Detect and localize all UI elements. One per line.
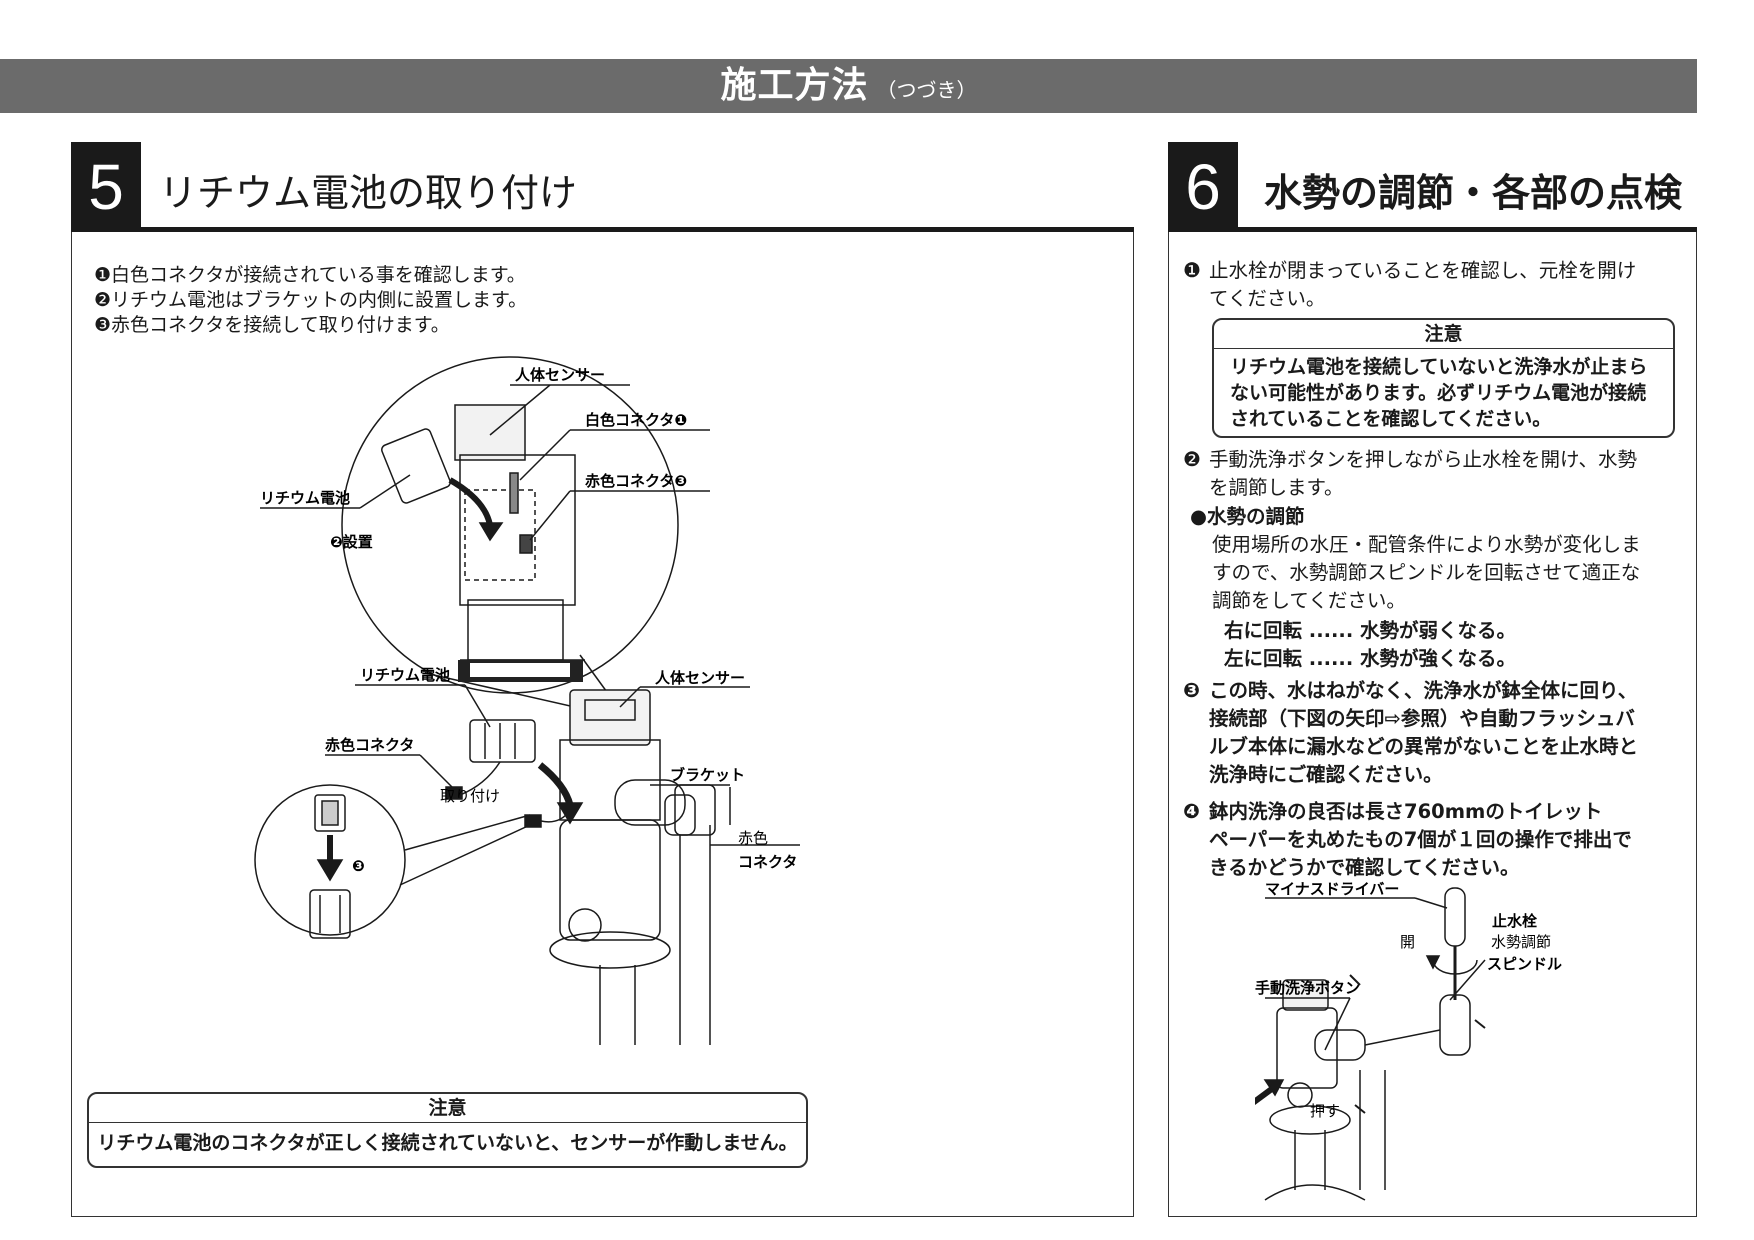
label-stop-valve: 止水栓 [1492, 912, 1537, 930]
item-2-line-2: を調節します。 [1209, 476, 1344, 499]
item-3-line-2: 接続部（下図の矢印⇨参照）や自動フラッシュバ [1209, 707, 1635, 730]
notice-6-line-2: ない可能性があります。必ずリチウム電池が接続 [1230, 382, 1647, 404]
label-connector: コネクタ [738, 853, 797, 871]
adjust-left: 左に回転 ...... 水勢が強くなる。 [1224, 647, 1517, 670]
label-bracket: ブラケット [670, 766, 745, 784]
label-battery: リチウム電池 [360, 666, 450, 684]
label-manual-button: 手動洗浄ボタン [1255, 979, 1360, 997]
step-1: ❶白色コネクタが接続されている事を確認します。 [94, 264, 526, 286]
item-4-marker: ❹ [1183, 799, 1200, 823]
item-3-line-3: ルブ本体に漏水などの異常がないことを止水時と [1209, 735, 1639, 758]
notice-6-line-1: リチウム電池を接続していないと洗浄水が止まら [1230, 356, 1648, 378]
label-spindle-2: スピンドル [1487, 955, 1562, 973]
label-red-connector: 赤色コネクタ [325, 736, 414, 754]
notice-6-line-3: されていることを確認してください。 [1230, 408, 1552, 430]
adjust-line-1: 使用場所の水圧・配管条件により水勢が変化しま [1212, 533, 1641, 556]
label-battery-top: リチウム電池 [260, 489, 350, 507]
adjust-line-2: すので、水勢調節スピンドルを回転させて適正な [1212, 561, 1641, 584]
item-1-marker: ❶ [1183, 258, 1201, 282]
section-5-title: リチウム電池の取り付け [159, 171, 578, 215]
adjust-line-3: 調節をしてください。 [1212, 589, 1406, 612]
label-step3: ❸ [352, 857, 365, 875]
label-sensor: 人体センサー [655, 669, 745, 687]
label-white-connector: 白色コネクタ❶ [585, 411, 687, 429]
adjust-heading: ●水勢の調節 [1190, 505, 1305, 528]
notice-5-title: 注意 [89, 1094, 806, 1123]
section-6-box [1168, 232, 1697, 1217]
label-install: ❷設置 [330, 533, 373, 551]
section-5-rule [71, 227, 1134, 232]
label-spindle-1: 水勢調節 [1491, 933, 1551, 951]
section-5-number: 5 [71, 142, 141, 232]
notice-5: 注意 リチウム電池のコネクタが正しく接続されていないと、センサーが作動しません。 [87, 1092, 808, 1168]
water-adjust-diagram: マイナスドライバー 開 止水栓 水勢調節 スピンドル 手動洗浄ボタン 押す [1255, 880, 1562, 1201]
step-3: ❸赤色コネクタを接続して取り付けます。 [94, 314, 450, 336]
item-2-line-1: 手動洗浄ボタンを押しながら止水栓を開け、水勢 [1209, 448, 1638, 471]
section-5-steps: ❶白色コネクタが接続されている事を確認します。 ❷リチウム電池はブラケットの内側… [94, 263, 527, 338]
banner-subtitle: （つづき） [876, 78, 977, 102]
section-6-header: 6 水勢の調節・各部の点検 [1168, 142, 1697, 232]
item-4: ❹ 鉢内洗浄の良否は長さ760mmのトイレット ペーパーを丸めたもの7個が１回の操… [1183, 797, 1683, 882]
adjust-right: 右に回転 ...... 水勢が弱くなる。 [1224, 619, 1517, 642]
item-3-marker: ❸ [1183, 678, 1200, 702]
item-4-line-3: きるかどうかで確認してください。 [1209, 856, 1520, 879]
banner-title: 施工方法 [720, 65, 869, 106]
label-sensor-top: 人体センサー [515, 366, 605, 384]
step-2: ❷リチウム電池はブラケットの内側に設置します。 [94, 289, 528, 311]
label-push: 押す [1310, 1102, 1340, 1120]
section-6-number: 6 [1168, 142, 1238, 232]
section-6-title: 水勢の調節・各部の点検 [1264, 171, 1683, 215]
item-1-line-1: 止水栓が閉まっていることを確認し、元栓を開け [1209, 259, 1637, 282]
item-2: ❷ 手動洗浄ボタンを押しながら止水栓を開け、水勢 を調節します。 [1183, 445, 1683, 502]
section-6-rule [1168, 227, 1697, 232]
label-attach: 取り付け [440, 787, 500, 805]
item-3-line-1: この時、水はねがなく、洗浄水が鉢全体に回り、 [1209, 679, 1638, 702]
item-1: ❶ 止水栓が閉まっていることを確認し、元栓を開け てください。 [1183, 256, 1683, 313]
notice-6-title: 注意 [1214, 320, 1673, 349]
item-3: ❸ この時、水はねがなく、洗浄水が鉢全体に回り、 接続部（下図の矢印⇨参照）や自動… [1183, 676, 1683, 789]
notice-5-text: リチウム電池のコネクタが正しく接続されていないと、センサーが作動しません。 [97, 1132, 798, 1154]
page-banner: 施工方法 （つづき） [0, 59, 1697, 113]
section-5-box [71, 232, 1134, 1217]
item-1-line-2: てください。 [1209, 287, 1326, 310]
item-3-line-4: 洗浄時にご確認ください。 [1209, 763, 1443, 786]
label-screwdriver: マイナスドライバー [1265, 880, 1399, 898]
item-4-line-2: ペーパーを丸めたもの7個が１回の操作で排出で [1209, 828, 1632, 851]
item-4-line-1: 鉢内洗浄の良否は長さ760mmのトイレット [1209, 800, 1603, 823]
adjust-section: ●水勢の調節 使用場所の水圧・配管条件により水勢が変化しま すので、水勢調節スピ… [1190, 503, 1690, 673]
battery-installation-diagram: 人体センサー 白色コネクタ❶ 赤色コネクタ❸ リチウム電池 ❷設置 リチウム電池… [254, 356, 800, 1045]
notice-6: 注意 リチウム電池を接続していないと洗浄水が止まら ない可能性があります。必ずリ… [1212, 318, 1675, 438]
label-red-connector-top: 赤色コネクタ❸ [585, 472, 687, 490]
item-2-marker: ❷ [1183, 447, 1201, 471]
section-5-header: 5 リチウム電池の取り付け [71, 142, 1134, 232]
label-red-color: 赤色 [738, 829, 768, 847]
notice-6-body: リチウム電池を接続していないと洗浄水が止まら ない可能性があります。必ずリチウム… [1214, 349, 1673, 436]
label-open: 開 [1400, 933, 1415, 951]
